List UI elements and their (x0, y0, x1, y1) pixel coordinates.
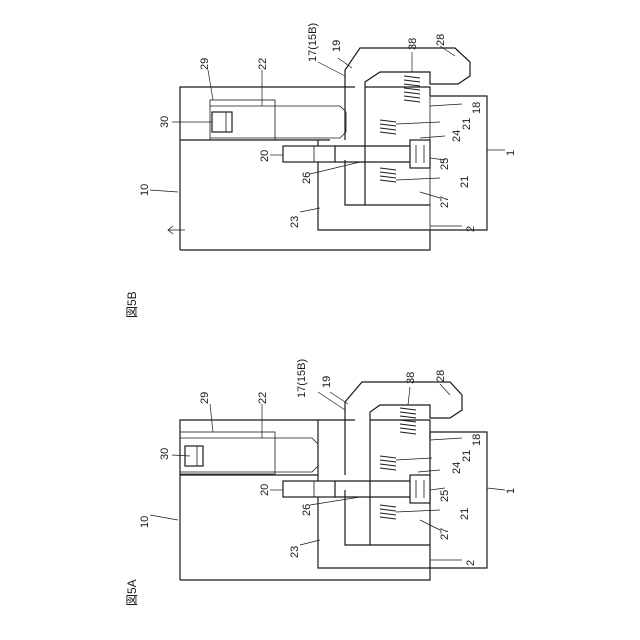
rod-20 (283, 481, 335, 497)
label-20: 20 (259, 484, 271, 496)
label-1b: 1 (505, 150, 517, 156)
label-24: 24 (451, 462, 463, 474)
label-17-15b: 17(15B) (296, 359, 308, 398)
spring-38b (404, 76, 420, 102)
label-18b: 18 (471, 102, 483, 114)
label-10b: 10 (139, 184, 151, 196)
cap-30b (212, 112, 232, 132)
label-22b: 22 (257, 58, 269, 70)
spring-21-upper (380, 456, 396, 470)
housing-10 (180, 420, 355, 580)
block-18b (365, 87, 430, 96)
spring-21b-upper (380, 120, 396, 134)
block-18 (370, 420, 430, 438)
figure-5b: 図5B (125, 23, 517, 318)
label-29: 29 (199, 392, 211, 404)
head-25b (410, 140, 430, 168)
label-2: 2 (465, 560, 477, 566)
label-2b: 2 (465, 226, 477, 232)
figure-5b-caption: 図5B (125, 291, 139, 318)
label-17-15b-b: 17(15B) (307, 23, 319, 62)
label-24b: 24 (451, 130, 463, 142)
label-21b-upper: 21 (461, 118, 473, 130)
label-20b: 20 (259, 150, 271, 162)
label-19b: 19 (331, 40, 343, 52)
label-23b: 23 (289, 216, 301, 228)
label-18: 18 (471, 434, 483, 446)
label-10: 10 (139, 516, 151, 528)
label-29b: 29 (199, 58, 211, 70)
spring-21b-lower (380, 168, 396, 182)
label-27b: 27 (439, 196, 451, 208)
label-25: 25 (439, 490, 451, 502)
spring-38 (400, 408, 416, 434)
label-21-upper: 21 (461, 450, 473, 462)
cover-19 (345, 382, 462, 545)
label-1: 1 (505, 488, 517, 494)
housing-10b (180, 87, 355, 250)
label-21-lower: 21 (459, 508, 471, 520)
label-23: 23 (289, 546, 301, 558)
figure-5a-caption: 図5A (125, 579, 139, 606)
label-38: 38 (405, 372, 417, 384)
label-21b-lower: 21 (459, 176, 471, 188)
label-25b: 25 (439, 158, 451, 170)
label-28: 28 (435, 370, 447, 382)
shaft-26b (335, 146, 410, 162)
arrow-10 (168, 226, 185, 234)
label-26b: 26 (301, 172, 313, 184)
label-26: 26 (301, 504, 313, 516)
shaft-26 (335, 481, 410, 497)
label-38b: 38 (407, 38, 419, 50)
figure-5a: 図5A (125, 359, 517, 606)
label-19: 19 (321, 376, 333, 388)
cover-19b (345, 48, 470, 205)
label-28b: 28 (435, 34, 447, 46)
label-27: 27 (439, 528, 451, 540)
label-30b: 30 (159, 116, 171, 128)
frame-1 (180, 432, 487, 580)
head-25 (410, 475, 430, 503)
rod-20b (283, 146, 335, 162)
label-22: 22 (257, 392, 269, 404)
spring-21-lower (380, 505, 396, 519)
label-30: 30 (159, 448, 171, 460)
